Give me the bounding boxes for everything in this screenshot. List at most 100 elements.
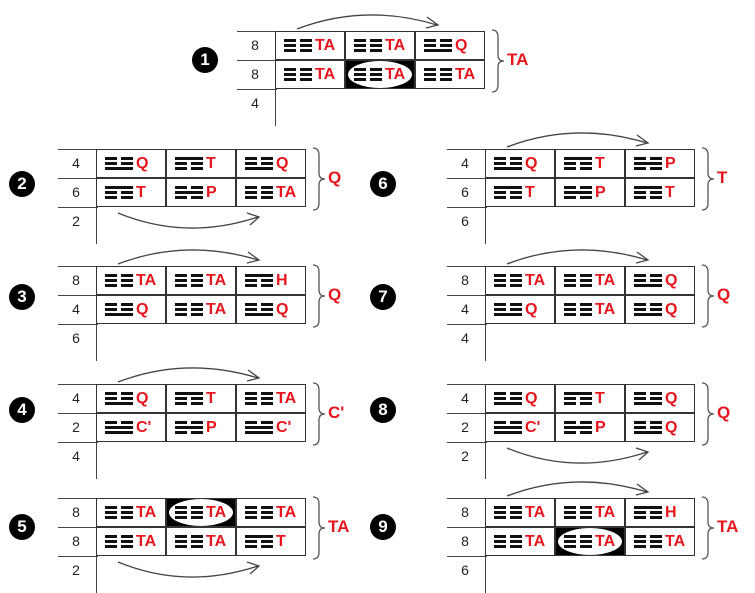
trigram-icon [564,392,592,405]
row-value: 8 [72,504,80,520]
trigram-cell: H [236,266,306,295]
trigram-cell: TA [625,527,695,556]
row-value: 6 [461,184,469,200]
broken-line [564,506,592,509]
broken-line [634,157,662,160]
broken-line [634,279,662,282]
cell-label: TA [136,503,157,521]
solid-line [175,392,203,395]
cell-label: TA [206,532,227,550]
brace-icon [491,29,505,93]
broken-line [564,535,592,538]
solid-line [245,313,273,316]
broken-line [105,279,133,282]
broken-line [245,279,273,282]
broken-line [494,308,522,311]
trigram-cell: TA [485,266,555,295]
cell-label: TA [525,503,546,521]
row-divider [58,295,98,296]
trigram-cell: Q [485,149,555,178]
trigram-cell: Q [236,149,306,178]
row-divider [447,149,487,150]
cell-label: T [276,532,286,550]
cell-label: TA [136,271,157,289]
brace-icon [701,382,715,446]
highlighted-cell: TA [555,527,625,556]
row-divider [447,556,487,557]
broken-line [494,540,522,543]
broken-line [175,545,203,548]
transition-arrow-icon [117,561,261,578]
result-label: Q [717,285,731,304]
cell-label: TA [595,503,616,521]
row-divider [447,178,487,179]
solid-line [494,402,522,405]
cell-label: P [206,418,217,436]
step-number-badge: 2 [9,171,35,197]
trigram-icon [175,535,203,548]
row-value: 8 [72,533,80,549]
broken-line [245,511,273,514]
solid-line [494,426,522,429]
trigram-cell: C' [485,413,555,442]
trigram-icon [564,535,592,548]
broken-line [634,426,662,429]
cell-label: Q [136,154,149,172]
trigram-cell: Q [96,149,166,178]
row-divider [447,413,487,414]
row-divider [447,527,487,528]
trigram-cell: TA [485,527,555,556]
broken-line [354,39,382,42]
broken-line [175,535,203,538]
third-row-value: 2 [461,448,469,464]
trigram-cell: TA [555,295,625,324]
row-value: 4 [72,301,80,317]
trigram-icon [564,506,592,519]
trigram-cell: P [166,413,236,442]
trigram-icon [634,274,662,287]
row-value: 4 [72,390,80,406]
result-label: Q [328,168,342,187]
broken-line [245,506,273,509]
broken-line [175,511,203,514]
trigram-cell: Q [625,413,695,442]
cell-label: TA [206,503,227,521]
row-divider [447,295,487,296]
broken-line [564,186,592,189]
solid-line [105,402,133,405]
broken-line [175,397,203,400]
cell-label: T [595,389,605,407]
cell-label: Q [136,389,149,407]
transition-arrow-icon [117,212,261,229]
broken-line [105,162,133,165]
trigram-cell: P [555,413,625,442]
cell-label: TA [206,271,227,289]
trigram-cell: Q [236,295,306,324]
trigram-icon [245,157,273,170]
broken-line [245,308,273,311]
solid-line [564,157,592,160]
trigram-icon [284,68,312,81]
solid-line [245,274,273,277]
trigram-icon [634,421,662,434]
third-row-value: 4 [72,448,80,464]
solid-line [424,49,452,52]
broken-line [105,397,133,400]
broken-line [634,421,662,424]
trigram-cell: H [625,498,695,527]
solid-line [634,162,662,165]
step-number-badge: 6 [370,171,396,197]
result-label: TA [717,517,739,536]
cell-label: Q [276,300,289,318]
trigram-icon [105,535,133,548]
solid-line [494,313,522,316]
broken-line [105,196,133,199]
trigram-icon [494,274,522,287]
solid-line [634,402,662,405]
trigram-cell: TA [96,527,166,556]
broken-line [564,545,592,548]
broken-line [494,421,522,424]
solid-line [245,426,273,429]
trigram-cell: TA [415,60,485,89]
broken-line [634,397,662,400]
